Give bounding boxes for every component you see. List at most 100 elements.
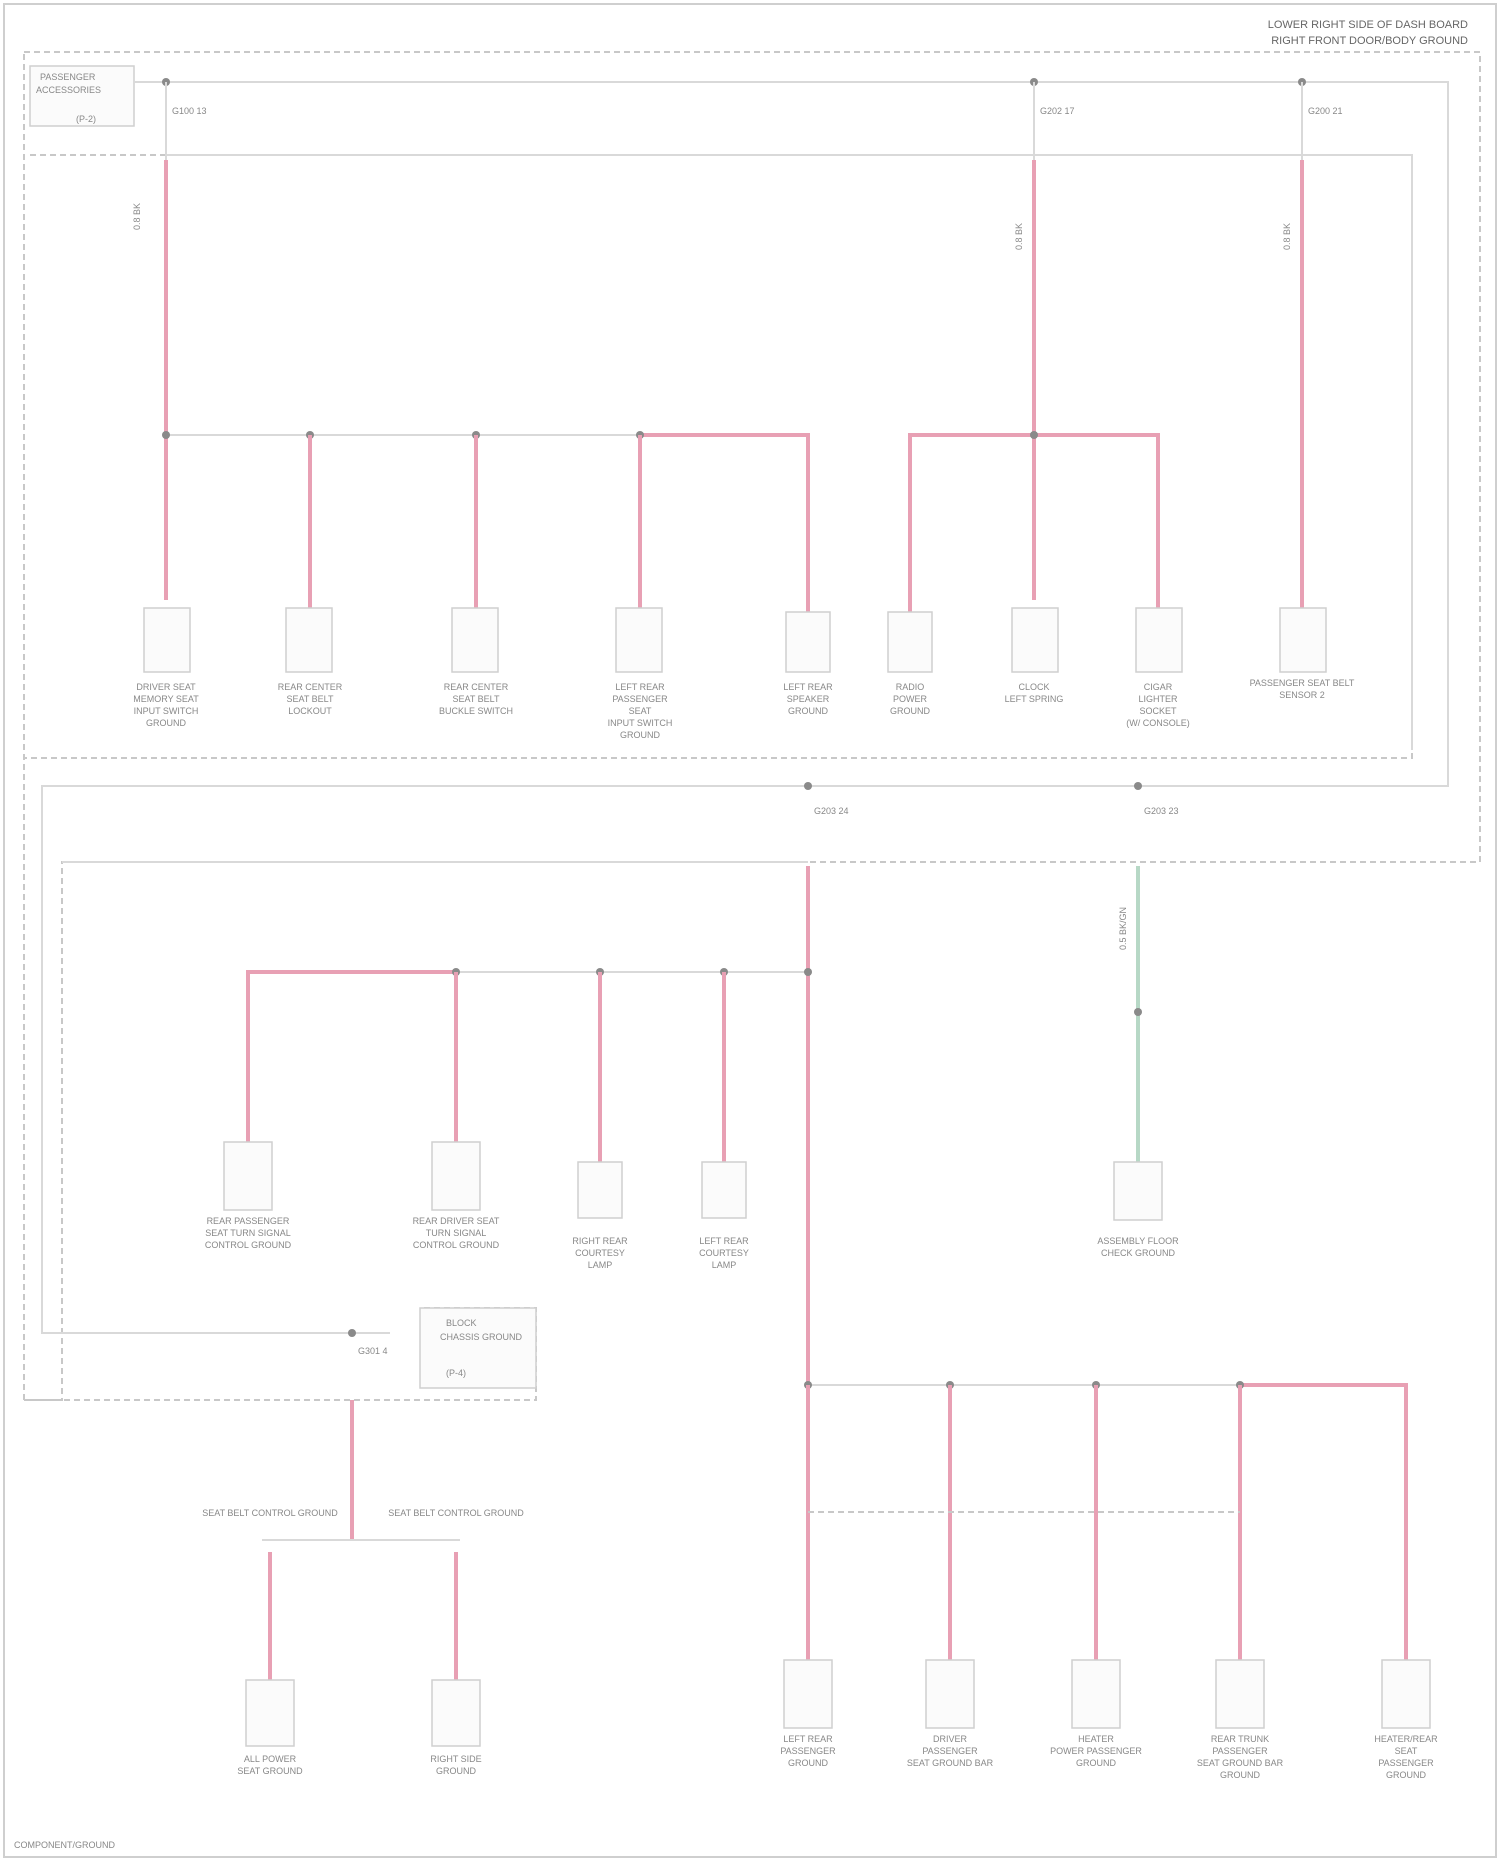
c18-l4: GROUND — [1220, 1770, 1260, 1780]
c15-l2: PASSENGER — [780, 1746, 836, 1756]
wire-lower-right-corner — [1240, 1385, 1406, 1660]
connector-left-header: SEAT BELT CONTROL GROUND — [202, 1508, 338, 1518]
component-cigar-lighter: CIGAR LIGHTER SOCKET (W/ CONSOLE) — [1126, 608, 1190, 728]
c8-l4: (W/ CONSOLE) — [1126, 718, 1190, 728]
c4-l1: LEFT REAR — [615, 682, 665, 692]
ground-upper-name: PASSENGER — [40, 72, 96, 82]
c18-l1: REAR TRUNK — [1211, 1734, 1269, 1744]
c10-l3: CONTROL GROUND — [205, 1240, 292, 1250]
c2-l1: REAR CENTER — [278, 682, 343, 692]
ground-lower-sub: CHASSIS GROUND — [440, 1332, 523, 1342]
c17-l1: HEATER — [1078, 1734, 1114, 1744]
c8-l1: CIGAR — [1144, 682, 1173, 692]
header-line-2: RIGHT FRONT DOOR/BODY GROUND — [1271, 35, 1468, 47]
c6-l2: POWER — [893, 694, 928, 704]
c19-l1: HEATER/REAR — [1374, 1734, 1438, 1744]
c19-l3: PASSENGER — [1378, 1758, 1434, 1768]
c5-l3: GROUND — [788, 706, 828, 716]
wire-mid-left-row — [248, 972, 456, 1142]
component-left-rear-courtesy-lamp: LEFT REAR COURTESY LAMP — [699, 1162, 749, 1270]
c10-l2: SEAT TURN SIGNAL — [205, 1228, 291, 1238]
splice-node-6 — [348, 1329, 356, 1337]
c11-l1: REAR DRIVER SEAT — [413, 1216, 500, 1226]
ground-upper-sub: ACCESSORIES — [36, 85, 101, 95]
ground-upper-pin: (P-2) — [76, 114, 96, 124]
component-left-rear-speaker: LEFT REAR SPEAKER GROUND — [783, 612, 833, 716]
c17-l2: POWER PASSENGER — [1050, 1746, 1142, 1756]
component-driver-seat-ground: DRIVER SEAT MEMORY SEAT INPUT SWITCH GRO… — [133, 608, 199, 728]
node-m1 — [1030, 431, 1038, 439]
splice-label-5: G203 23 — [1144, 806, 1179, 816]
c16-l1: DRIVER — [933, 1734, 968, 1744]
c4-l2: PASSENGER — [612, 694, 668, 704]
c9-l2: SENSOR 2 — [1279, 690, 1325, 700]
component-left-rear-passenger-seat: LEFT REAR PASSENGER SEAT INPUT SWITCH GR… — [608, 608, 673, 740]
c5-l2: SPEAKER — [787, 694, 830, 704]
splice-node-5 — [1134, 782, 1142, 790]
component-assembly-floor-ground: ASSEMBLY FLOOR CHECK GROUND — [1097, 1162, 1179, 1258]
c8-l2: LIGHTER — [1138, 694, 1178, 704]
c18-l3: SEAT GROUND BAR — [1197, 1758, 1284, 1768]
wire-label-mid: 0.8 BK — [1014, 223, 1024, 250]
c21-l2: GROUND — [436, 1766, 476, 1776]
c20-l2: SEAT GROUND — [237, 1766, 303, 1776]
connector-right-header: SEAT BELT CONTROL GROUND — [388, 1508, 524, 1518]
splice-node-4 — [804, 782, 812, 790]
splice-label-3: G200 21 — [1308, 106, 1343, 116]
c13-l2: COURTESY — [699, 1248, 749, 1258]
c13-l3: LAMP — [712, 1260, 737, 1270]
c4-l5: GROUND — [620, 730, 660, 740]
ground-lower-pin: (P-4) — [446, 1368, 466, 1378]
component-right-side-ground: RIGHT SIDE GROUND — [430, 1680, 481, 1776]
component-rear-center-lockout: REAR CENTER SEAT BELT LOCKOUT — [278, 608, 343, 716]
c19-l2: SEAT — [1395, 1746, 1418, 1756]
c18-l2: PASSENGER — [1212, 1746, 1268, 1756]
header-line-1: LOWER RIGHT SIDE OF DASH BOARD — [1268, 19, 1468, 31]
wire-label-green: 0.5 BK/GN — [1118, 907, 1128, 950]
c4-l4: INPUT SWITCH — [608, 718, 673, 728]
component-left-rear-passenger-ground: LEFT REAR PASSENGER GROUND — [780, 1660, 836, 1768]
footer-code: COMPONENT/GROUND — [14, 1840, 116, 1850]
component-clock-spring: CLOCK LEFT SPRING — [1005, 608, 1064, 704]
wire-left-row-right — [640, 435, 808, 612]
c2-l2: SEAT BELT — [286, 694, 334, 704]
wire-label-left-main: 0.8 BK — [132, 203, 142, 230]
c13-l1: LEFT REAR — [699, 1236, 749, 1246]
c6-l3: GROUND — [890, 706, 930, 716]
c14-l1: ASSEMBLY FLOOR — [1097, 1236, 1179, 1246]
c3-l2: SEAT BELT — [452, 694, 500, 704]
harness-outline-inner-top — [24, 155, 1412, 758]
component-passenger-seat-belt-sensor: PASSENGER SEAT BELT SENSOR 2 — [1250, 608, 1355, 700]
ground-block-lower — [420, 1308, 536, 1388]
c6-l1: RADIO — [896, 682, 925, 692]
splice-label-1: G100 13 — [172, 106, 207, 116]
c8-l3: SOCKET — [1139, 706, 1177, 716]
c17-l3: GROUND — [1076, 1758, 1116, 1768]
c1-l1: DRIVER SEAT — [136, 682, 196, 692]
c19-l4: GROUND — [1386, 1770, 1426, 1780]
node-g1 — [1134, 1008, 1142, 1016]
c21-l1: RIGHT SIDE — [430, 1754, 481, 1764]
component-all-power-seat-ground: ALL POWER SEAT GROUND — [237, 1680, 303, 1776]
c12-l2: COURTESY — [575, 1248, 625, 1258]
c11-l3: CONTROL GROUND — [413, 1240, 500, 1250]
component-radio-power: RADIO POWER GROUND — [888, 612, 932, 716]
wire-label-right: 0.8 BK — [1282, 223, 1292, 250]
component-driver-passenger-seat-ground-bar: DRIVER PASSENGER SEAT GROUND BAR — [907, 1660, 994, 1768]
c3-l1: REAR CENTER — [444, 682, 509, 692]
component-right-rear-courtesy-lamp: RIGHT REAR COURTESY LAMP — [572, 1162, 628, 1270]
c11-l2: TURN SIGNAL — [426, 1228, 487, 1238]
c4-l3: SEAT — [629, 706, 652, 716]
component-rear-passenger-turn-signal: REAR PASSENGER SEAT TURN SIGNAL CONTROL … — [205, 1142, 292, 1250]
page-border — [4, 4, 1496, 1857]
c12-l1: RIGHT REAR — [572, 1236, 628, 1246]
splice-label-2: G202 17 — [1040, 106, 1075, 116]
splice-label-6: G301 4 — [358, 1346, 388, 1356]
c1-l2: MEMORY SEAT — [133, 694, 199, 704]
c16-l2: PASSENGER — [922, 1746, 978, 1756]
c12-l3: LAMP — [588, 1260, 613, 1270]
c9-l1: PASSENGER SEAT BELT — [1250, 678, 1355, 688]
c15-l3: GROUND — [788, 1758, 828, 1768]
component-rear-center-buckle: REAR CENTER SEAT BELT BUCKLE SWITCH — [439, 608, 513, 716]
